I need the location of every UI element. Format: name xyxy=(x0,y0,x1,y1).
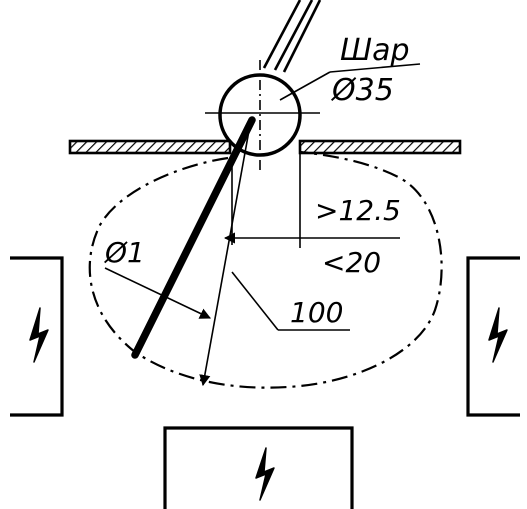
live-part-left xyxy=(10,256,64,417)
probe-length-dimension xyxy=(199,124,251,387)
live-part-right xyxy=(466,256,520,417)
handle xyxy=(262,0,322,73)
length-leader xyxy=(231,271,279,331)
probe-diameter-label: Ø1 xyxy=(104,236,145,269)
barrier-plate xyxy=(68,139,462,155)
probe-diameter-leader xyxy=(104,267,212,319)
high-voltage-icon xyxy=(29,307,49,363)
live-part-bottom xyxy=(163,426,354,509)
max-distance-label: <20 xyxy=(322,246,381,279)
ball-diameter-label: Ø35 xyxy=(330,73,394,108)
probe-rod xyxy=(131,116,256,359)
high-voltage-icon xyxy=(255,447,275,501)
test-ball xyxy=(205,60,320,172)
min-distance-label: >12.5 xyxy=(315,194,401,227)
high-voltage-icon xyxy=(488,307,508,363)
distance-dimension xyxy=(223,150,400,248)
probe-length-label: 100 xyxy=(290,296,343,329)
reach-boundary xyxy=(88,150,443,389)
ball-leader xyxy=(279,71,331,101)
ball-word-label: Шар xyxy=(340,33,410,68)
ball-label-underline xyxy=(329,63,421,73)
